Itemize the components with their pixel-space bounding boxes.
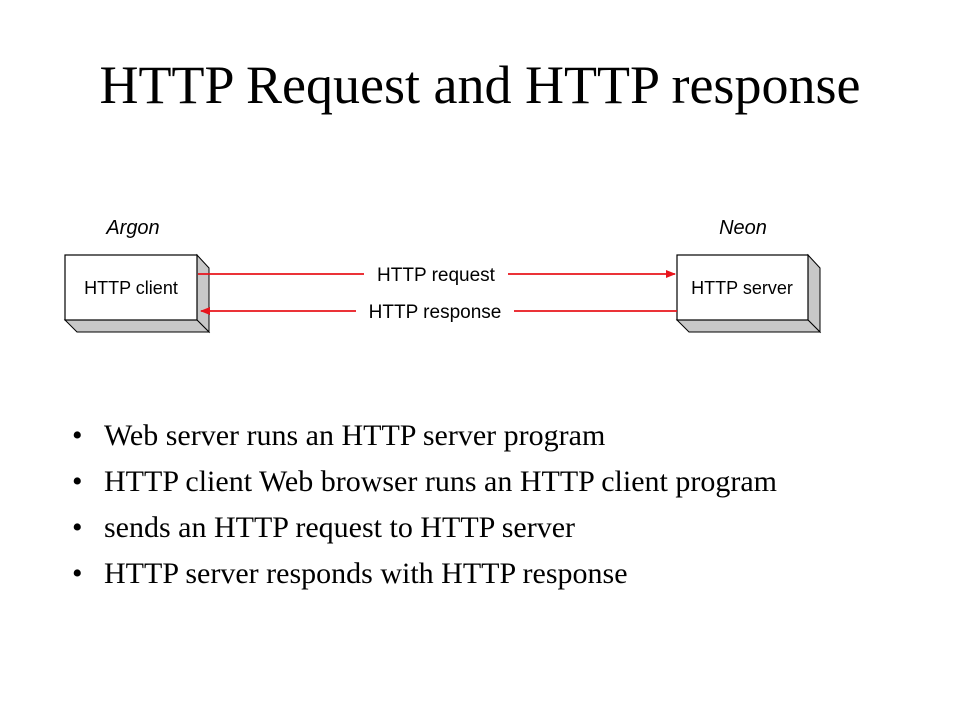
request-label: HTTP request — [377, 265, 496, 286]
server-box-bottom-face — [675, 319, 822, 333]
client-box: HTTP client — [63, 253, 211, 334]
bullet-item: • HTTP server responds with HTTP response — [72, 556, 892, 592]
server-box-right-face — [807, 253, 821, 334]
bullet-dot: • — [72, 419, 83, 452]
client-host-label: Argon — [105, 217, 159, 239]
request-arrow: HTTP request — [198, 265, 676, 286]
server-box: HTTP server — [675, 253, 822, 334]
response-arrow: HTTP response — [200, 302, 677, 323]
bullet-dot: • — [72, 465, 83, 498]
bullet-text: sends an HTTP request to HTTP server — [104, 511, 576, 544]
slide-title: HTTP Request and HTTP response — [99, 55, 861, 115]
bullet-item: • sends an HTTP request to HTTP server — [72, 510, 892, 546]
server-box-front — [676, 254, 809, 321]
server-host-label: Neon — [719, 217, 767, 239]
bullet-item: • HTTP client Web browser runs an HTTP cl… — [72, 464, 892, 500]
response-label: HTTP response — [369, 302, 502, 323]
client-box-label: HTTP client — [84, 278, 178, 298]
bullet-text: Web server runs an HTTP server program — [104, 419, 606, 452]
bullet-text: HTTP server responds with HTTP response — [104, 557, 628, 590]
bullet-list: •Web server runs an HTTP server program … — [72, 418, 892, 602]
client-box-bottom-face — [63, 319, 211, 333]
bullet-text: HTTP client Web browser runs an HTTP cli… — [104, 465, 777, 498]
client-box-front — [64, 254, 198, 321]
bullet-dot: • — [72, 557, 83, 590]
bullet-item: • Web server runs an HTTP server program — [72, 418, 892, 454]
server-box-label: HTTP server — [691, 278, 793, 298]
client-box-right-face — [196, 253, 210, 334]
bullet-dot: • — [72, 511, 83, 544]
